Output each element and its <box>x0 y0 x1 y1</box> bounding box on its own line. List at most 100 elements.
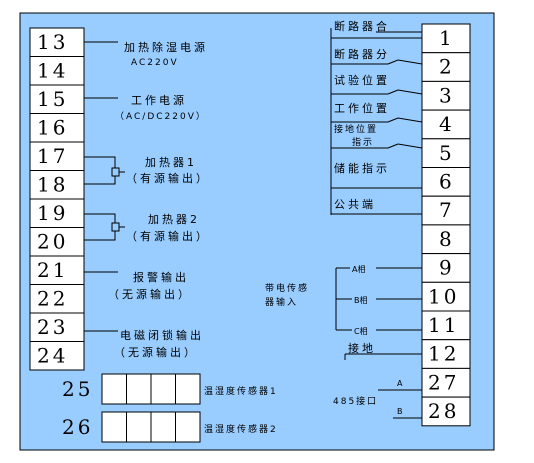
terminal-box <box>421 167 471 197</box>
sensor-label: 温湿度传感器2 <box>204 423 278 435</box>
left-terminal-13[interactable]: 13 <box>29 27 85 57</box>
signal-label-text: 接地位置 <box>334 123 378 135</box>
left-terminal-20[interactable]: 20 <box>29 227 85 257</box>
sensor-input-line2: 器输入 <box>265 296 298 308</box>
terminal-box <box>29 312 85 342</box>
phase-a-label: A相 <box>352 264 365 274</box>
label-19: 加热器2 <box>148 213 200 226</box>
signal-label-6: 储能指示 <box>334 161 387 175</box>
terminal-box <box>421 339 471 369</box>
terminal-number: 15 <box>37 87 68 111</box>
right-terminal-7[interactable]: 7 <box>421 195 471 226</box>
right-terminal-10[interactable]: 10 <box>421 281 471 312</box>
right-terminal-4[interactable]: 4 <box>421 109 471 140</box>
left-terminal-18[interactable]: 18 <box>29 170 85 200</box>
wiring-lines <box>84 28 423 419</box>
terminal-number: 28 <box>428 399 459 423</box>
right-terminal-3[interactable]: 3 <box>421 80 471 111</box>
terminal-number: 4 <box>439 112 455 136</box>
label-17-sub: （有源输出） <box>126 171 210 185</box>
terminal-number: 2 <box>439 55 455 79</box>
terminal-number: 27 <box>428 370 459 394</box>
left-labels: 加热除湿电源 AC220V 工作电源 （AC/DC220V） 加热器1 （有源输… <box>108 40 210 359</box>
right-terminal-12[interactable]: 12 <box>421 339 471 369</box>
left-terminal-23[interactable]: 23 <box>29 312 85 342</box>
right-terminal-2[interactable]: 2 <box>421 52 471 82</box>
left-terminal-14[interactable]: 14 <box>29 56 85 86</box>
terminal-number: 12 <box>428 342 459 366</box>
right-terminal-9[interactable]: 9 <box>421 253 471 283</box>
terminal-number: 1 <box>439 26 455 50</box>
right-terminal-5[interactable]: 5 <box>421 138 471 169</box>
left-terminal-17[interactable]: 17 <box>29 141 85 171</box>
terminal-box <box>421 396 471 427</box>
terminal-box <box>29 284 85 314</box>
panel-background <box>19 12 495 451</box>
terminal-number: 10 <box>428 284 459 308</box>
rs485-b-label: B <box>397 407 403 416</box>
signal-label-text: 试验位置 <box>334 73 390 87</box>
terminal-box <box>421 253 471 283</box>
terminal-number: 8 <box>439 227 455 251</box>
terminal-box <box>29 198 85 228</box>
terminal-number: 23 <box>37 315 68 339</box>
left-terminal-16[interactable]: 16 <box>29 113 85 143</box>
terminal-number: 5 <box>439 141 455 165</box>
terminal-box <box>421 281 471 312</box>
label-19-sub: （有源输出） <box>126 229 210 243</box>
phase-b-label: B相 <box>354 295 368 305</box>
right-terminal-8[interactable]: 8 <box>421 224 471 255</box>
terminal-number: 17 <box>37 144 68 168</box>
terminal-box <box>29 227 85 257</box>
terminal-number: 3 <box>439 83 455 107</box>
terminal-box <box>29 255 85 285</box>
right-terminal-6[interactable]: 6 <box>421 167 471 197</box>
left-terminal-24[interactable]: 24 <box>29 341 85 371</box>
terminal-box <box>421 138 471 169</box>
terminal-number: 20 <box>37 230 68 254</box>
label-21-sub: （无源输出） <box>108 287 192 301</box>
label-17: 加热器1 <box>145 156 197 169</box>
right-terminal-11[interactable]: 11 <box>421 310 471 341</box>
phase-c-label: C相 <box>354 326 368 336</box>
signal-label-4: 工作位置 <box>334 101 387 115</box>
label-21: 报警输出 <box>133 270 189 284</box>
terminal-number: 14 <box>37 59 68 83</box>
terminal-number: 22 <box>37 287 68 311</box>
terminal-box <box>29 27 85 57</box>
left-terminal-21[interactable]: 21 <box>29 255 85 285</box>
terminal-number: 19 <box>37 201 68 225</box>
terminal-number: 16 <box>37 116 68 140</box>
rs485-a-label: A <box>397 379 403 388</box>
left-terminal-15[interactable]: 15 <box>29 84 85 114</box>
sensor-number: 25 <box>62 377 93 401</box>
terminal-box <box>29 84 85 114</box>
terminal-box <box>29 141 85 171</box>
signal-label-3: 试验位置 <box>334 73 390 87</box>
terminal-box <box>421 52 471 82</box>
signal-label-text: 断路器分 <box>334 47 390 61</box>
terminal-number: 13 <box>37 30 68 54</box>
label-15-sub: （AC/DC220V） <box>115 111 207 122</box>
left-terminal-22[interactable]: 22 <box>29 284 85 314</box>
right-terminal-28[interactable]: 28 <box>421 396 471 427</box>
terminal-number: 24 <box>37 344 68 368</box>
left-terminal-19[interactable]: 19 <box>29 198 85 228</box>
ground-label: 接地 <box>348 342 376 355</box>
right-terminal-1[interactable]: 1 <box>421 23 471 54</box>
right-terminal-27[interactable]: 27 <box>421 367 471 398</box>
label-23: 电磁闭锁输出 <box>120 328 204 342</box>
label-15: 工作电源 <box>131 93 187 107</box>
label-23-sub: （无源输出） <box>114 345 198 359</box>
terminal-number: 11 <box>428 313 459 337</box>
label-13: 加热除湿电源 <box>124 40 208 54</box>
terminal-number: 9 <box>439 256 455 280</box>
